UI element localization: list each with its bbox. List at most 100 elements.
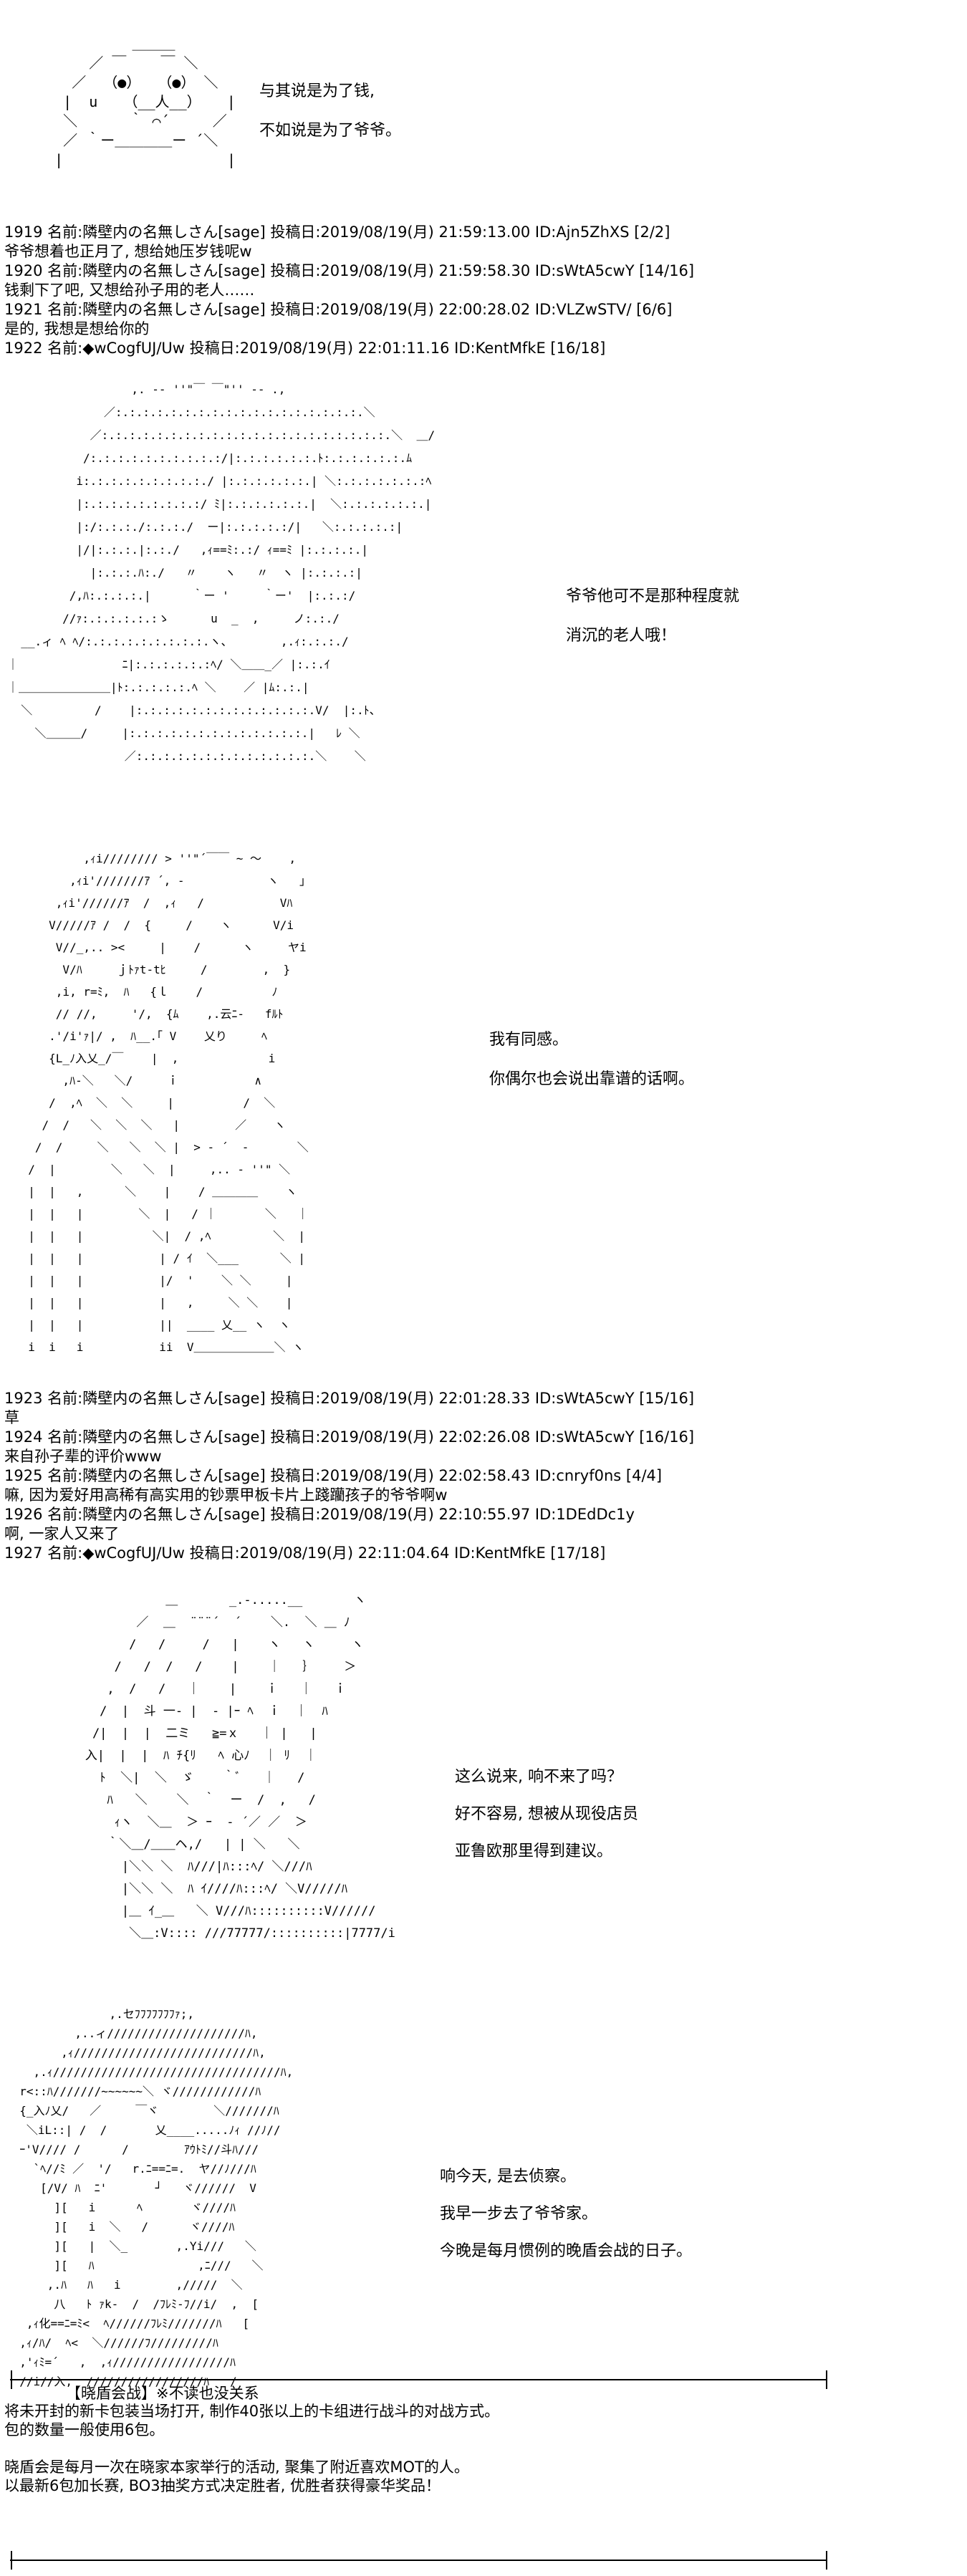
text-line: 好不容易, 想被从现役店员 xyxy=(455,1805,638,1823)
ascii-art-line: / / / / | ｜ ｝ ＞ xyxy=(63,1660,357,1674)
text-line: 我有同感。 xyxy=(489,1031,569,1049)
divider-bottom xyxy=(10,2560,827,2561)
ascii-art-line: ,.ｨ/////////////////////////////////ﾊ, xyxy=(6,2065,294,2079)
ascii-art-line: ,..ィ////////////////////ﾊ, xyxy=(6,2027,258,2040)
ascii-art-line: ＿ _.-.....__ ヽ xyxy=(63,1593,366,1607)
ascii-art-line: ｜ ﾆ|:.:.:.:.:.:ﾍ/ ＼＿＿_／ |:.:.ｲ xyxy=(7,658,330,671)
post-body: 是的, 我想是想给你的 xyxy=(4,320,150,337)
post-body: 草 xyxy=(4,1409,19,1426)
ascii-art-line: / / ＼ ＼ ＼ | ／ ヽ xyxy=(14,1118,286,1132)
ascii-art-line: ／:.:.:.:.:.:.:.:.:.:.:.:.:.:.:.:.:.:.:.:… xyxy=(7,428,436,442)
ascii-art-line: | | | | / ｲ ＼___ ＼ | xyxy=(14,1251,306,1265)
text-line: 爷爷他可不是那种程度就 xyxy=(566,587,740,605)
ascii-art-line: // //, '/, {ﾑ ,.云ﾆ- fﾙﾄ xyxy=(14,1007,284,1021)
text-line: 包的数量一般使用6包。 xyxy=(4,2421,165,2438)
ascii-art-line: ｜＿＿＿＿＿＿＿＿|ﾄ:.:.:.:.:.ﾍ ＼ ／ |ﾑ:.:.| xyxy=(7,681,309,694)
ascii-art-line: ,.ﾊ ﾊ i ,///// ＼ xyxy=(6,2278,243,2292)
post-header: 1923 名前:隣壁内の名無しさん[sage] 投稿日:2019/08/19(月… xyxy=(4,1390,695,1407)
rule-marker-right-bottom xyxy=(822,2551,831,2570)
ascii-art-line: | | xyxy=(29,151,236,168)
ascii-art-line: | | , ＼ | / ＿＿＿＿ ヽ xyxy=(14,1185,297,1198)
ascii-art-line: ＼iL::| / / 乂____.....ﾉｨ //ﾉ// xyxy=(6,2123,281,2137)
ascii-art-line: ,. -‐ ''"￣ ￣"'' ‐- ., xyxy=(7,383,286,396)
text-line: 今晚是每月惯例的晚盾会战的日子。 xyxy=(440,2242,693,2260)
post-header: 1927 名前:◆wCogfUJ/Uw 投稿日:2019/08/19(月) 22… xyxy=(4,1544,606,1562)
ascii-art-line: ／:.:.:.:.:.:.:.:.:.:.:.:.:.＼ ＼ xyxy=(7,749,366,763)
ascii-art-line: ＿＿＿ xyxy=(29,35,175,52)
ascii-art-line: .'/i'ｧ|/ , ﾊ__.｢ V 乂り ﾍ xyxy=(14,1029,267,1043)
ascii-art-line: __.ィ ﾍ ﾍ/:.:.:.:.:.:.:.:.:.ヽ、 ,.ｨ:.:.:./ xyxy=(7,635,349,648)
ascii-art-line: | u （__人__） | xyxy=(29,93,236,110)
ascii-art-line: |:/:.:.:./:.:.:./ ー|:.:.:.:.:/| ＼:.:.:.:… xyxy=(7,520,403,534)
text-line: 响今天, 是去侦察。 xyxy=(440,2168,576,2186)
ascii-art-line: V/////ｱ / / { / ヽ V/i xyxy=(14,918,294,932)
post-header: 1924 名前:隣壁内の名無しさん[sage] 投稿日:2019/08/19(月… xyxy=(4,1428,695,1446)
ascii-art-line: / / / | ヽ ヽ ヽ xyxy=(63,1638,364,1652)
text-line: 亚鲁欧那里得到建议。 xyxy=(455,1842,613,1860)
post-header: 1925 名前:隣壁内の名無しさん[sage] 投稿日:2019/08/19(月… xyxy=(4,1467,663,1484)
text-line: 消沉的老人哦！ xyxy=(566,627,677,645)
text-line: 与其说是为了钱, xyxy=(259,82,375,100)
ascii-art-line: ＼ ｀ ⌒´ ／ xyxy=(29,112,227,130)
post-header: 1926 名前:隣壁内の名無しさん[sage] 投稿日:2019/08/19(月… xyxy=(4,1506,635,1523)
ascii-art-line: ,ｨ化==ﾆ=ﾐ< ﾍ//////ﾌﾚﾐ///////ﾊ [ xyxy=(6,2317,250,2330)
text-line: 这么说来, 响不来了吗？ xyxy=(455,1768,622,1786)
text-line: 晓盾会是每月一次在晓家本家举行的活动, 聚集了附近喜欢MOT的人。 xyxy=(4,2459,469,2476)
post-list-2: 1923 名前:隣壁内の名無しさん[sage] 投稿日:2019/08/19(月… xyxy=(4,1389,957,1563)
ascii-art-line: i i i ii V＿＿＿＿＿＿＿＼ ヽ xyxy=(14,1340,304,1354)
post-header: 1919 名前:隣壁内の名無しさん[sage] 投稿日:2019/08/19(月… xyxy=(4,224,670,241)
ascii-art-line: | | | | , ＼ ＼ | xyxy=(14,1296,293,1309)
ascii-art-line: 八 ﾄ ｧk- / /ﾌﾚﾐ-ﾌ//i/ , [ xyxy=(6,2297,259,2311)
post-header: 1921 名前:隣壁内の名無しさん[sage] 投稿日:2019/08/19(月… xyxy=(4,301,673,318)
text-line xyxy=(4,2439,499,2458)
ascii-art-line: i:.:.:.:.:.:.:.:.:./ |:.:.:.:.:.:.| ＼:.:… xyxy=(7,474,432,488)
caption-2: 爷爷他可不是那种程度就消沉的老人哦！ xyxy=(566,577,739,655)
ascii-art-line: | | | ＼| / ,ﾍ ＼ | xyxy=(14,1229,306,1243)
ascii-art-line: /,ﾊ:.:.:.:.| ｀ー ' ｀ー' |:.:.:/ xyxy=(7,589,356,602)
ascii-art-line: | | | |/ ' ＼ ＼ | xyxy=(14,1274,293,1287)
ascii-art-line: ﾄ ＼| ＼ ゞ ｀ﾞ ｜ / xyxy=(63,1771,305,1785)
notice-body: 将未开封的新卡包装当场打开, 制作40张以上的卡组进行战斗的对战方式。包的数量一… xyxy=(4,2402,499,2495)
post-body: 啊, 一家人又来了 xyxy=(4,1525,120,1542)
ascii-art-line: |＼＼ ＼ ﾊ///|ﾊ:::ﾍ/ ＼///ﾊ xyxy=(63,1860,312,1874)
text-line: 我早一步去了爷爷家。 xyxy=(440,2205,598,2223)
text-line: 以最新6包加长赛, BO3抽奖方式决定胜者, 优胜者获得豪华奖品！ xyxy=(4,2477,441,2494)
ascii-art-line: |:.:.:.:.:.:.:.:.:/ ﾐ|:.:.:.:.:.:.| ＼:.:… xyxy=(7,497,432,511)
ascii-art-line: ／ ｀ー＿＿＿＿ー ´＼ xyxy=(29,132,218,149)
ascii-art-line: `ﾍ//ﾐ ／ '/ r.ﾆ==ﾆ=. ヤ//ﾉ///ﾊ xyxy=(6,2162,256,2176)
ascii-art-line: ,i, r=ﾐ, ﾊ {ｌ / ﾉ xyxy=(14,985,278,999)
caption-5: 响今天, 是去侦察。我早一步去了爷爷家。今晚是每月惯例的晚盾会战的日子。 xyxy=(440,2158,692,2270)
ascii-art-line: ﾊ ＼ ＼ ｀ ー / , / xyxy=(63,1793,316,1807)
ascii-art-line: ／ （●） （●） ＼ xyxy=(29,74,218,91)
ascii-art-line: ][ i ﾍ ヾ////ﾊ xyxy=(6,2201,236,2214)
ascii-art-character-4: ＿ _.-.....__ ヽ ／ ＿ ¨¨¨´ ´ ＼. ＼ ＿ ﾉ / / /… xyxy=(63,1590,395,1945)
ascii-art-line: ／ ＿ ¨¨¨´ ´ ＼. ＼ ＿ ﾉ xyxy=(63,1615,350,1630)
ascii-art-line: | | | || ____ 乂__ ヽ ヽ xyxy=(14,1318,291,1332)
caption-1: 与其说是为了钱, 不如说是为了爷爷。 xyxy=(259,72,401,150)
divider-top xyxy=(10,2379,827,2380)
ascii-art-line: ][ ﾊ ,ﾆ/// ＼ xyxy=(6,2259,264,2272)
post-body: 嘛, 因为爱好用高稀有高实用的钞票甲板卡片上踐躪孩子的爷爷啊w xyxy=(4,1486,448,1504)
ascii-art-line: ][ i ＼ / ヾ////ﾊ xyxy=(6,2220,235,2234)
ascii-art-line: V/ﾊ ｊﾄｧt‐tﾋ / , } xyxy=(14,963,291,976)
ascii-art-line: V//_,.. >< | / ヽ ヤi xyxy=(14,941,307,954)
ascii-art-line: 入| | | ﾊ ﾁ{ﾘ ﾍ 心ﾉ ｜ ﾘ ｜ xyxy=(63,1749,317,1763)
ascii-art-line: , / / ｜ | ｉ ｜ ｉ xyxy=(63,1682,347,1696)
ascii-art-line: |＼＼ ＼ ﾊ ｲ////ﾊ:::ﾍ/ ＼V/////ﾊ xyxy=(63,1882,348,1896)
ascii-art-line: ／ ￣ ￣ ＼ xyxy=(29,54,198,72)
ascii-art-line: / / ＼ ＼ ＼ | > ‐ ´ - ＼ xyxy=(14,1140,309,1154)
ascii-art-character-5: ,.セﾌﾌﾌﾌﾌﾌﾌｧ;, ,..ィ////////////////////ﾊ,… xyxy=(6,2004,293,2391)
post-body: 钱剩下了吧, 又想给孙子用的老人…… xyxy=(4,282,255,299)
ascii-art-line: ＼＿＿＿/ |:.:.:.:.:.:.:.:.:.:.:.:.:.| ﾚ ＼ xyxy=(7,726,360,740)
caption-4: 这么说来, 响不来了吗？ 好不容易, 想被从现役店员亚鲁欧那里得到建议。 xyxy=(455,1759,638,1870)
ascii-art-line: / ,ﾍ ＼ ＼ | / ＼ xyxy=(14,1096,276,1110)
post-header: 1922 名前:◆wCogfUJ/Uw 投稿日:2019/08/19(月) 22… xyxy=(4,340,606,357)
rule-marker-right-top xyxy=(822,2370,831,2389)
ascii-art-line: |＿ ｲ_＿ ＼ V///ﾊ::::::::::V////// xyxy=(63,1904,376,1918)
ascii-art-character-2: ,. -‐ ''"￣ ￣"'' ‐- ., ／:.:.:.:.:.:.:.:.:… xyxy=(7,378,435,768)
ascii-art-face: ＿＿＿ ／ ￣ ￣ ＼ ／ （●） （●） ＼ | u （__人__） | ＼ … xyxy=(29,34,236,170)
ascii-art-line: / | ＼ ＼ | ,.. - ''" ＼ xyxy=(14,1163,291,1176)
text-line: 不如说是为了爷爷。 xyxy=(259,122,402,140)
ascii-art-line: /:.:.:.:.:.:.:.:.:.:/|:.:.:.:.:.:.ﾄ:.:.:… xyxy=(7,451,413,465)
text-line: 将未开封的新卡包装当场打开, 制作40张以上的卡组进行战斗的对战方式。 xyxy=(4,2403,500,2420)
